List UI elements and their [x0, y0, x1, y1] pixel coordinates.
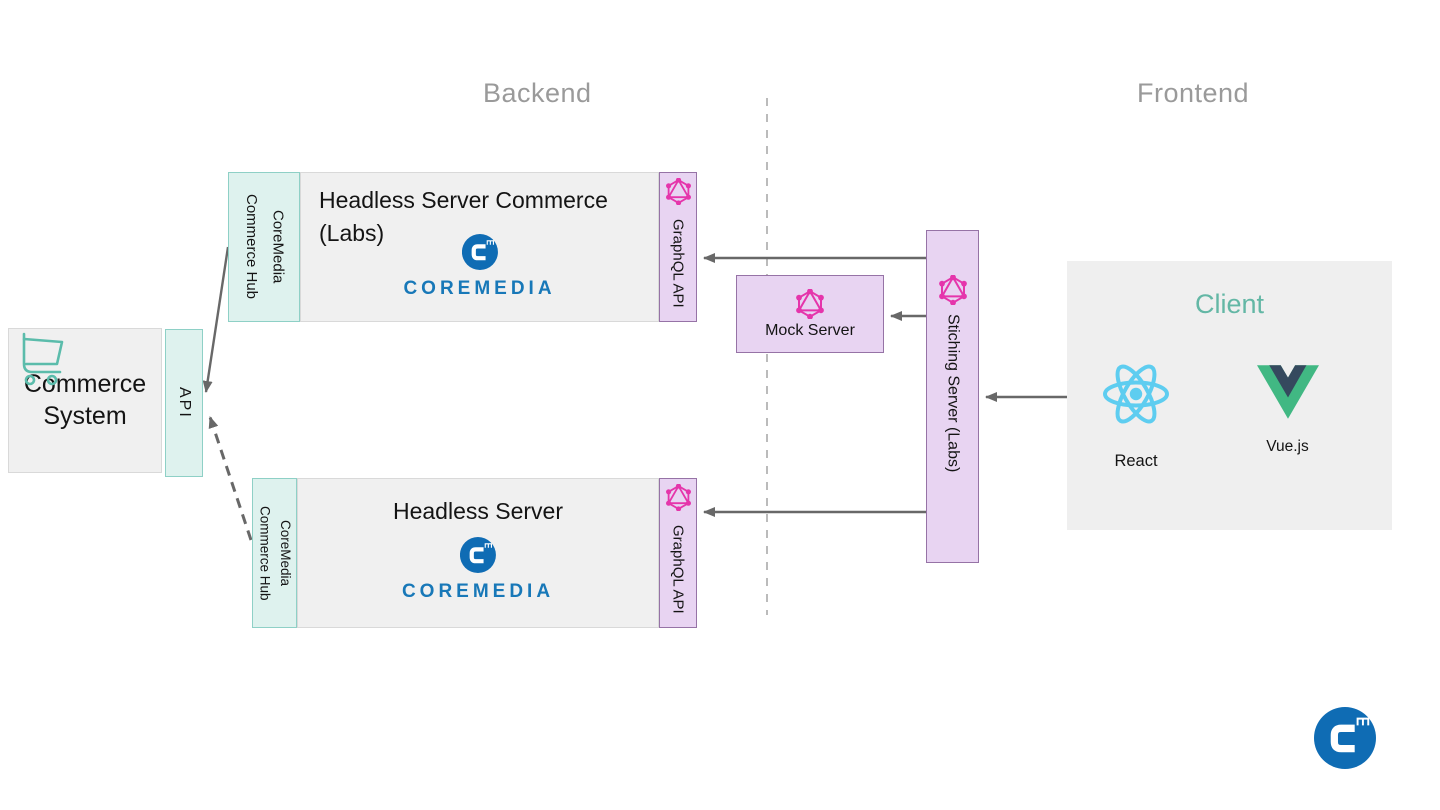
headless-server-box: CoreMedia Commerce Hub Headless Server C… [252, 478, 697, 628]
graphql-api-label: GraphQL API [669, 524, 687, 614]
api-bar: API [165, 329, 203, 477]
coremedia-logo-icon [1314, 707, 1376, 769]
graphql-logo-icon [796, 288, 824, 319]
vuejs-logo-icon [1256, 365, 1319, 419]
commerce-hub-label: CoreMedia Commerce Hub [243, 194, 287, 300]
commerce-system-box: Commerce System [8, 328, 162, 473]
shopping-cart-icon [22, 332, 64, 386]
client-box: Client React Vue.js [1067, 261, 1392, 530]
coremedia-logo-icon [461, 234, 498, 270]
react-label: React [1114, 452, 1158, 470]
arrow-commerce-hub-to-api [202, 246, 230, 393]
react-framework: React [1081, 361, 1191, 471]
commerce-hub-label: CoreMedia Commerce Hub [257, 505, 293, 601]
headless-server-commerce-box: CoreMedia Commerce Hub Headless Server C… [228, 172, 697, 322]
graphql-logo-icon [665, 178, 691, 205]
coremedia-wordmark: COREMEDIA [401, 581, 555, 602]
graphql-logo-icon [938, 275, 967, 305]
stitching-server-label: Stiching Server (Labs) [944, 314, 962, 473]
coremedia-wordmark: COREMEDIA [403, 278, 556, 299]
dashed-arrow-commerce-hub-to-api [208, 416, 253, 541]
coremedia-logo-icon [460, 537, 496, 573]
graphql-logo-icon [665, 484, 691, 511]
vue-framework: Vue.js [1225, 365, 1350, 456]
graphql-api-label: GraphQL API [669, 218, 687, 308]
frontend-section-label: Frontend [1137, 78, 1250, 108]
api-label: API [176, 387, 193, 419]
backend-section-label: Backend [483, 78, 592, 108]
graphql-api-bar-headless: GraphQL API [659, 478, 697, 628]
client-title: Client [1194, 289, 1265, 319]
coremedia-brand: COREMEDIA [403, 234, 555, 300]
commerce-hub-sidebar: CoreMedia Commerce Hub [252, 478, 297, 628]
vue-label: Vue.js [1266, 438, 1309, 455]
headless-server-commerce-title: Headless Server Commerce (Labs) [319, 187, 608, 246]
mock-server-label: Mock Server [765, 321, 855, 339]
headless-server-commerce-body: Headless Server Commerce (Labs) COREMEDI… [300, 172, 659, 322]
coremedia-brand: COREMEDIA [402, 537, 554, 603]
react-logo-icon [1103, 364, 1169, 424]
mock-server-box: Mock Server [736, 275, 884, 353]
graphql-api-bar-commerce: GraphQL API [659, 172, 697, 322]
stitching-server-box: Stiching Server (Labs) [926, 230, 979, 563]
headless-server-body: Headless Server COREMEDIA [297, 478, 659, 628]
commerce-system-label: Commerce System [23, 370, 147, 430]
commerce-hub-sidebar: CoreMedia Commerce Hub [228, 172, 300, 322]
headless-server-title: Headless Server [392, 498, 564, 524]
